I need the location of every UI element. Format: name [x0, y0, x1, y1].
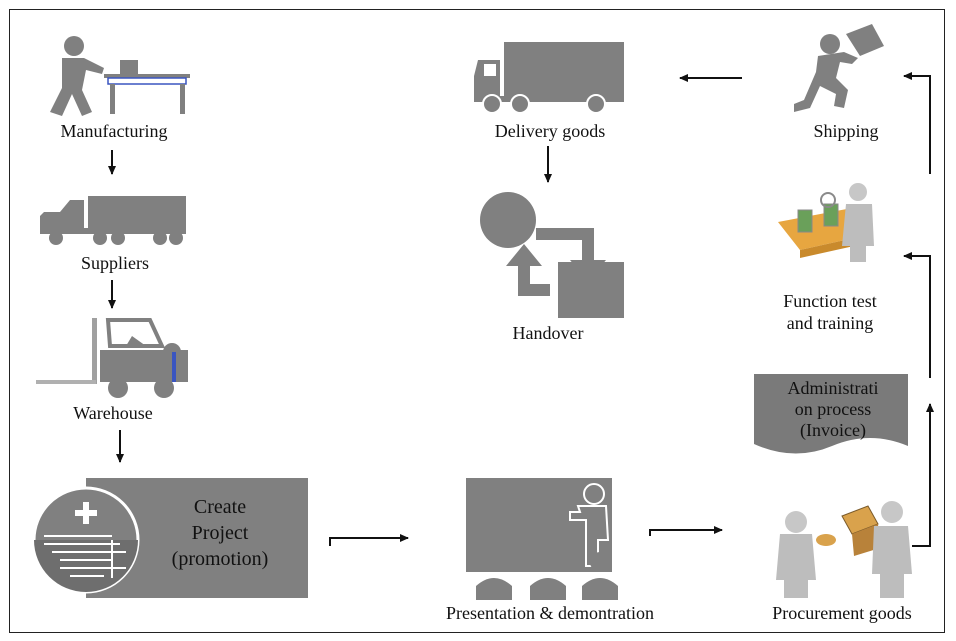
handover-label: Handover — [512, 323, 584, 343]
administration-line-1: Administrati — [787, 378, 879, 398]
function-test-line-1: Function test — [783, 291, 877, 311]
document-icon — [754, 374, 908, 454]
create-project-line-2: Project — [191, 522, 249, 544]
shipping-label: Shipping — [813, 121, 879, 141]
function-test-label: Function test and training — [754, 290, 906, 334]
administration-line-2: on process — [794, 399, 872, 419]
create-project-line-1: Create — [193, 496, 247, 518]
administration-line-3: (Invoice) — [800, 420, 866, 440]
function-test-line-2: and training — [786, 313, 874, 333]
create-project-label: Create Project (promotion) — [140, 494, 300, 572]
manufacturing-label: Manufacturing — [60, 121, 168, 141]
procurement-icon — [776, 501, 912, 598]
function-test-icon — [778, 183, 874, 262]
presentation-label: Presentation & demontration — [446, 603, 654, 623]
delivery-label: Delivery goods — [494, 121, 606, 141]
warehouse-label: Warehouse — [73, 403, 153, 423]
presentation-icon — [466, 478, 618, 600]
runner-icon — [794, 24, 884, 112]
delivery-truck-icon — [474, 42, 624, 114]
worker-icon — [50, 36, 190, 116]
handover-cycle-icon — [480, 192, 624, 318]
suppliers-label: Suppliers — [80, 253, 149, 273]
administration-label: Administrati on process (Invoice) — [762, 378, 904, 441]
truck-icon — [40, 196, 186, 245]
flow-arrows — [108, 72, 934, 547]
forklift-icon — [36, 318, 188, 398]
create-project-line-3: (promotion) — [171, 548, 269, 570]
project-icon — [32, 478, 308, 598]
procurement-label: Procurement goods — [772, 603, 912, 623]
